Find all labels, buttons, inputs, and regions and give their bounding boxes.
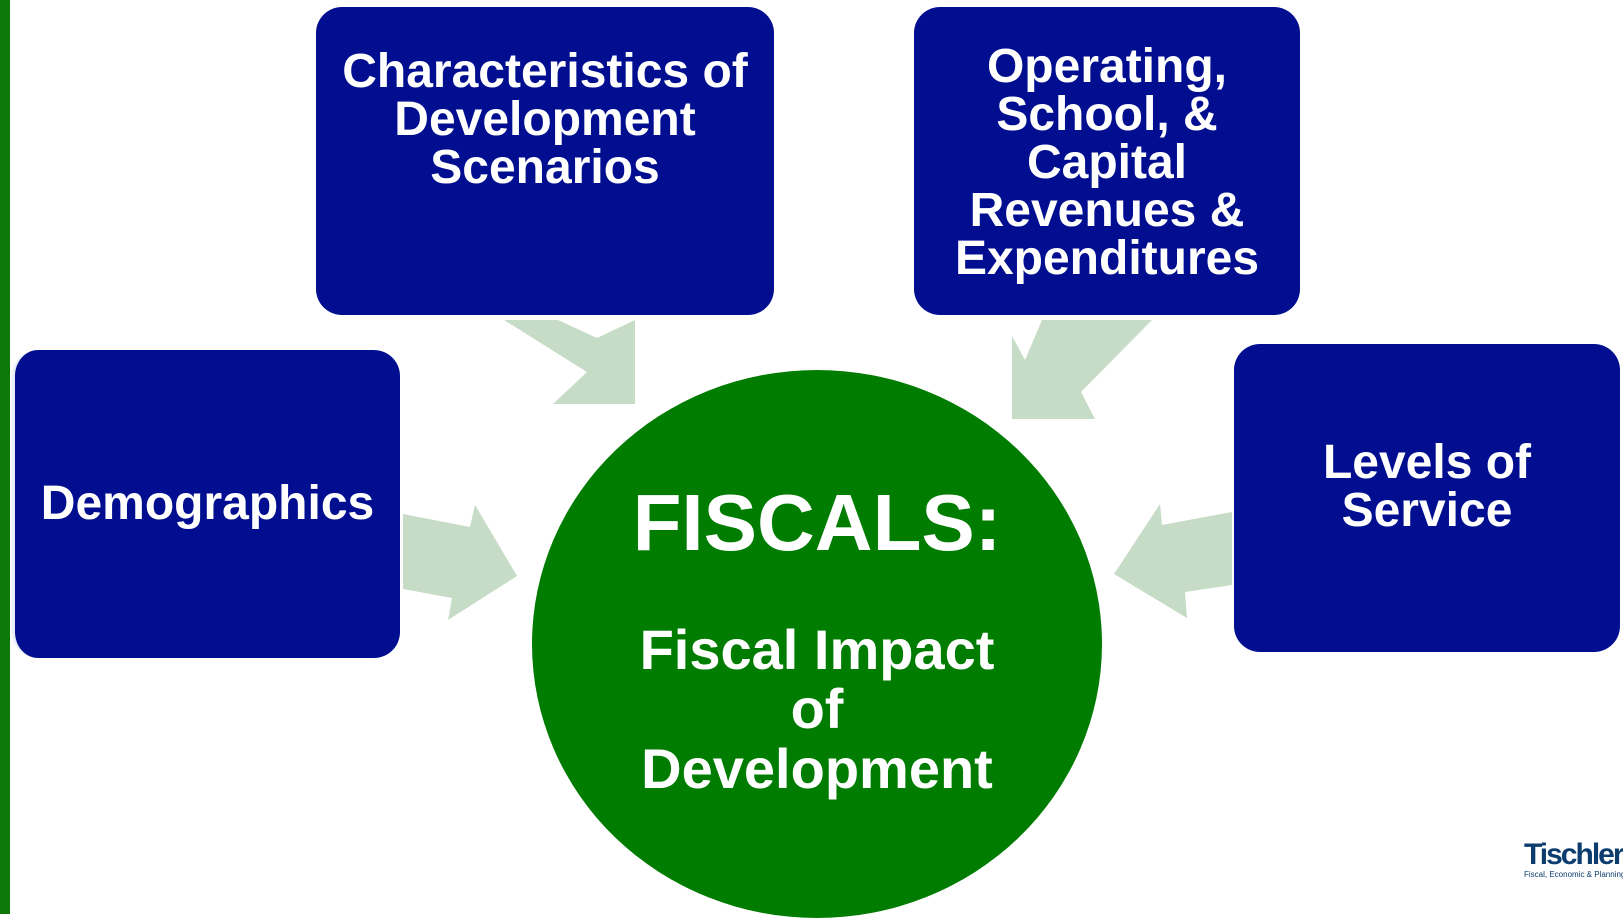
fiscals-title: FISCALS:	[632, 478, 1002, 567]
arrow-from-demographics	[403, 505, 517, 620]
demographics-box: Demographics	[12, 350, 400, 658]
logo-name: Tischler	[1524, 840, 1623, 871]
fiscals-circle: FISCALS: Fiscal Impact of Development	[532, 370, 1102, 918]
levels-of-service-label: Levels of Service	[1322, 436, 1532, 537]
left-accent-bar	[0, 0, 10, 914]
development-scenarios-label: Characteristics of Development Scenarios	[342, 45, 748, 194]
tischler-logo: Tischler Fiscal, Economic & Planning	[1524, 840, 1623, 880]
levels-of-service-box: Levels of Service	[1234, 344, 1620, 652]
demographics-label: Demographics	[40, 477, 375, 530]
development-scenarios-box: Characteristics of Development Scenarios	[316, 7, 774, 315]
revenues-expenditures-box: Operating, School, & Capital Revenues & …	[914, 7, 1300, 315]
logo-tagline: Fiscal, Economic & Planning	[1524, 870, 1623, 879]
arrow-from-operating	[1012, 320, 1152, 419]
revenues-expenditures-label: Operating, School, & Capital Revenues & …	[954, 40, 1260, 285]
arrow-from-development	[504, 320, 635, 404]
arrow-from-levels	[1114, 504, 1232, 618]
fiscals-subtitle: Fiscal Impact of Development	[639, 618, 995, 800]
